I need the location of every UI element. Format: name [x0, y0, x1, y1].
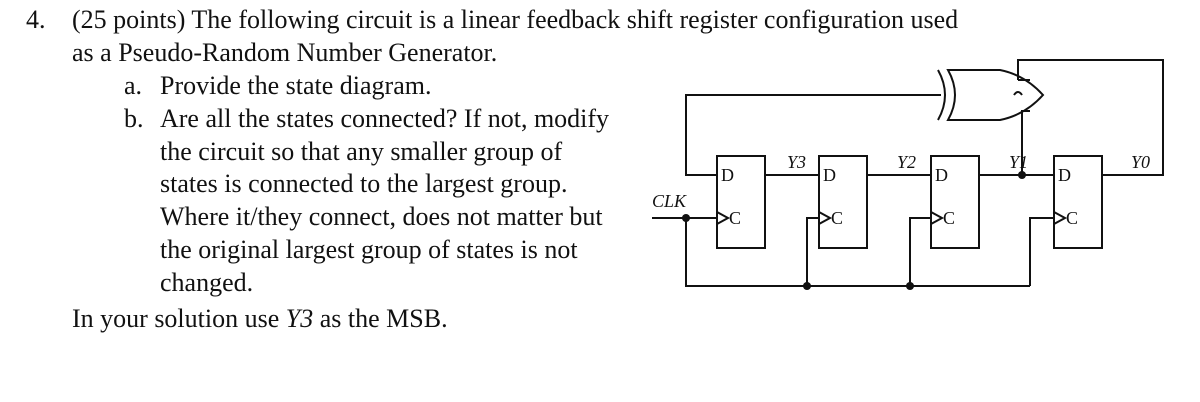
- output-label-y2: Y2: [897, 152, 916, 172]
- junction-clock-3: [906, 282, 914, 290]
- part-a-label: a.: [124, 71, 143, 100]
- xor-gate: [937, 69, 1045, 121]
- pin-c-1: C: [943, 208, 955, 228]
- flip-flop-0: [1053, 155, 1103, 249]
- pin-d-0: D: [1058, 165, 1071, 185]
- question-header-line-1: (25 points) The following circuit is a l…: [72, 5, 959, 34]
- flip-flop-2: [818, 155, 868, 249]
- footer-instruction: In your solution use Y3 as the MSB.: [72, 303, 448, 335]
- footer-prefix: In your solution use: [72, 304, 286, 333]
- clock-edge-3: [716, 211, 731, 225]
- output-label-y3: Y3: [787, 152, 806, 172]
- question-number: 4.: [26, 5, 46, 34]
- clock-to-ff1: [909, 217, 931, 286]
- clock-label: CLK: [652, 191, 687, 211]
- part-b-line-6: changed.: [160, 268, 254, 297]
- part-b-line-5: the original largest group of states is …: [160, 235, 578, 264]
- junction-y1-tap: [1018, 171, 1026, 179]
- part-b-label: b.: [124, 104, 144, 133]
- wire-y0: [1017, 59, 1164, 176]
- wire-crossing-hop: [1013, 91, 1023, 96]
- pin-d-1: D: [935, 165, 948, 185]
- pin-c-3: C: [729, 208, 741, 228]
- part-b-line-3: states is connected to the largest group…: [160, 169, 568, 198]
- flip-flop-1: [930, 155, 980, 249]
- part-a-text: Provide the state diagram.: [160, 71, 432, 100]
- tap-y1: [1021, 110, 1030, 175]
- clock-to-ff0: [1029, 217, 1054, 286]
- part-b-line-1: Are all the states connected? If not, mo…: [160, 104, 610, 133]
- part-b-line-2: the circuit so that any smaller group of: [160, 137, 563, 166]
- clock-bus: [685, 218, 1030, 287]
- clock-to-ff2: [806, 217, 819, 286]
- pin-d-2: D: [823, 165, 836, 185]
- junction-clock-2: [803, 282, 811, 290]
- flip-flop-3: [716, 155, 766, 249]
- feedback-wire: [685, 94, 941, 176]
- output-label-y0: Y0: [1131, 152, 1150, 172]
- question-header-line-2: as a Pseudo-Random Number Generator.: [72, 38, 498, 67]
- pin-c-2: C: [831, 208, 843, 228]
- pin-c-0: C: [1066, 208, 1078, 228]
- junction-clock-1: [682, 214, 690, 222]
- clock-edge-0: [1053, 211, 1068, 225]
- pin-d-3: D: [721, 165, 734, 185]
- clock-edge-1: [930, 211, 945, 225]
- part-b-line-4: Where it/they connect, does not matter b…: [160, 202, 603, 231]
- clock-edge-2: [818, 211, 833, 225]
- footer-suffix: as the MSB.: [313, 304, 448, 333]
- output-label-y1: Y1: [1009, 152, 1028, 172]
- footer-variable: Y3: [285, 304, 314, 333]
